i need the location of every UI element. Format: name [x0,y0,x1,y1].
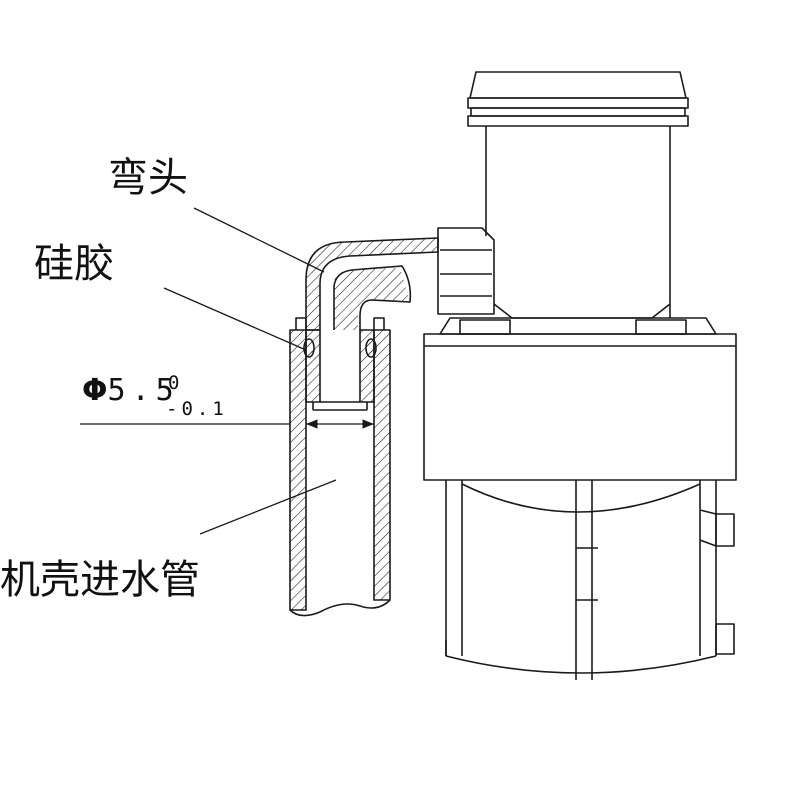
label-elbow: 弯头 [108,155,188,201]
machine-housing [423,71,737,680]
label-silicone: 硅胶 [34,241,114,287]
label-inlet-pipe: 机壳进水管 [0,557,200,603]
inlet-pipe [289,329,391,617]
dimension-upper-tolerance: 0 [168,372,180,394]
dimension-label: Φ5.5 [82,376,180,406]
annotation-lines [80,207,374,535]
dimension-value: 5.5 [107,373,180,408]
diameter-symbol: Φ [82,373,108,408]
elbow-part [295,237,439,411]
dimension-lower-tolerance: -0.1 [166,398,228,420]
